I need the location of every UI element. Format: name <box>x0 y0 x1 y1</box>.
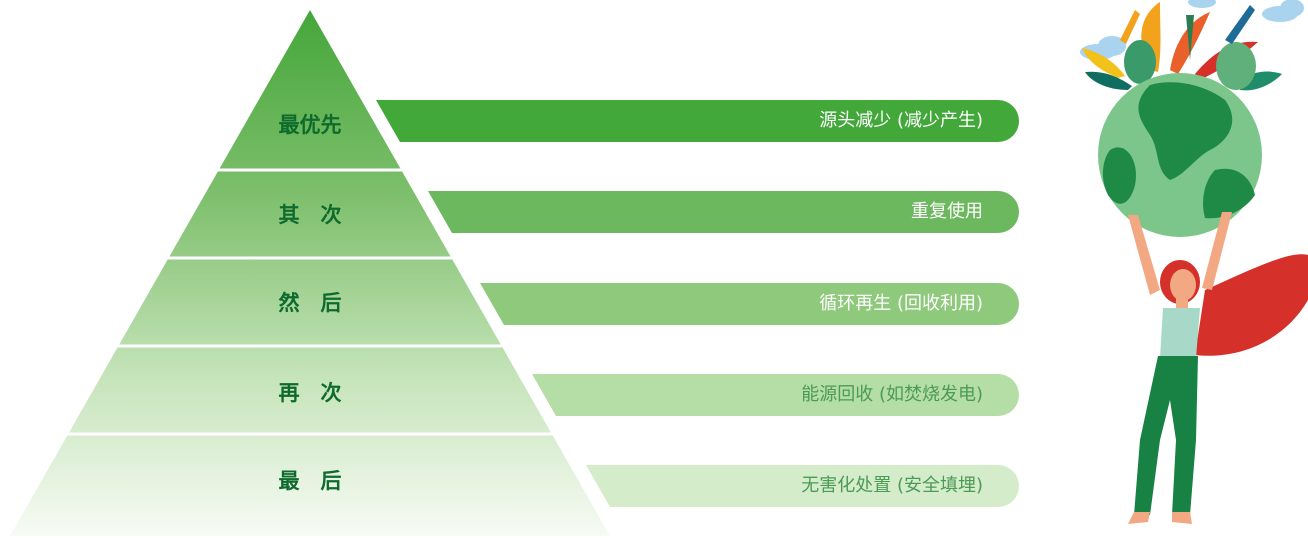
action-bar <box>532 374 1019 416</box>
action-bar <box>376 100 1019 142</box>
tier-label-4: 再 次 <box>278 381 342 405</box>
globe-land <box>1138 82 1233 180</box>
top-shirt <box>1160 308 1200 358</box>
action-label-2: 重复使用 <box>911 201 983 222</box>
head <box>1170 269 1196 301</box>
pants <box>1134 356 1198 515</box>
action-bar <box>428 191 1019 233</box>
woman-holding-earth-icon <box>1080 0 1308 524</box>
globe-land <box>1102 147 1136 204</box>
action-bars <box>376 100 1019 507</box>
action-label-5: 无害化处置 (安全填埋) <box>801 475 983 496</box>
globe-land <box>1203 168 1255 219</box>
pyramid <box>10 10 610 536</box>
arm-left <box>1128 215 1160 295</box>
foot-right <box>1172 512 1192 524</box>
action-bar <box>480 283 1019 325</box>
action-bar <box>586 465 1019 507</box>
tier-label-2: 其 次 <box>278 203 342 227</box>
tier-label-3: 然 后 <box>278 291 342 315</box>
tier-label-1: 最优先 <box>278 113 342 137</box>
pyramid-shape <box>10 10 610 536</box>
plants-icon <box>1082 2 1282 91</box>
cape-icon <box>1195 254 1308 356</box>
tier-label-5: 最 后 <box>278 469 342 493</box>
action-label-4: 能源回收 (如焚烧发电) <box>801 384 983 405</box>
foot-left <box>1128 512 1150 524</box>
action-label-3: 循环再生 (回收利用) <box>819 293 983 314</box>
neck <box>1176 298 1188 310</box>
action-label-1: 源头减少 (减少产生) <box>819 110 983 131</box>
arm-right <box>1202 212 1232 290</box>
